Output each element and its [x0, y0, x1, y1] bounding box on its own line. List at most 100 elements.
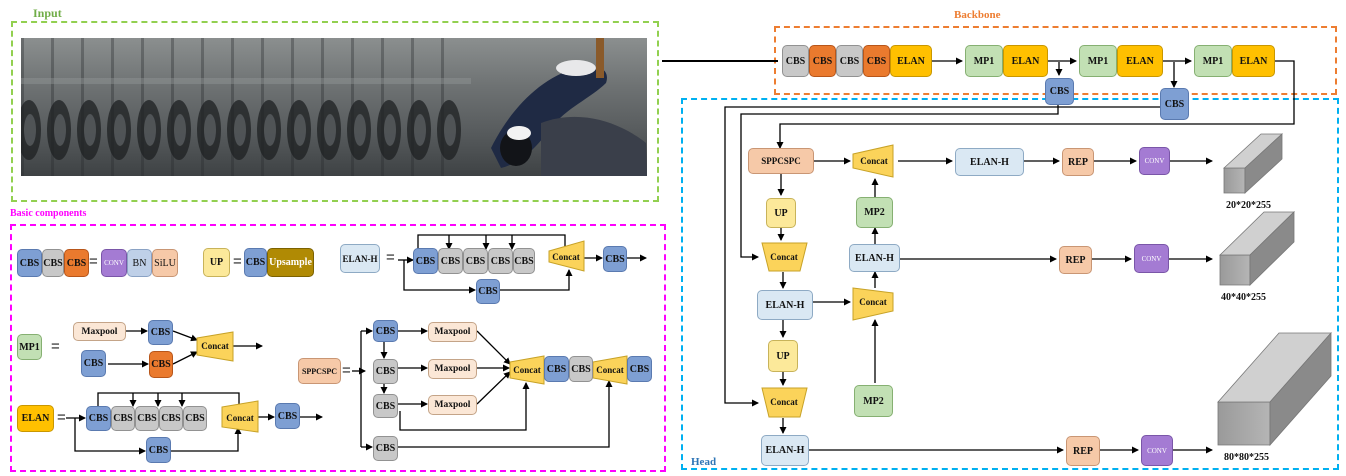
basic-elan-cbs-3: CBS: [135, 406, 159, 431]
basic-eq-elan: =: [57, 409, 66, 426]
backbone-cbs-4: CBS: [863, 45, 890, 77]
basic-spp-concat-label-1: Concat: [513, 365, 541, 375]
concat-shape-mp1: [196, 331, 234, 362]
basic-silu: SiLU: [152, 249, 178, 277]
basic-mp1: MP1: [17, 334, 42, 360]
basic-elan-cbs-2: CBS: [111, 406, 135, 431]
head-elanh-bottom: ELAN-H: [761, 435, 809, 466]
basic-elanh-concat-label: Concat: [552, 252, 580, 262]
concat-shape-head-1: [852, 144, 894, 178]
head-conv-1: CONV: [1139, 147, 1170, 175]
basic-spp-concat-label-2: Concat: [596, 365, 624, 375]
basic-elanh-cbs-1: CBS: [413, 248, 438, 274]
basic-mp1-concat-label: Concat: [201, 341, 229, 351]
backbone-cbs-branch-1: CBS: [1045, 78, 1074, 105]
basic-spp-cbs-7: CBS: [627, 356, 652, 382]
backbone-mp1-1: MP1: [965, 45, 1003, 77]
head-rep-3: REP: [1066, 436, 1100, 466]
input-frame: [407, 38, 441, 176]
basic-elanh-cbs-3: CBS: [463, 248, 488, 274]
fallen-person-figure: [491, 38, 647, 176]
basic-elanh-cbs-2: CBS: [438, 248, 463, 274]
input-frame: [167, 38, 201, 176]
basic-cbs-def-1: CBS: [17, 249, 42, 277]
basic-spp-cbs-5: CBS: [544, 356, 569, 382]
concat-shape-elan: [221, 400, 259, 433]
input-frame: [227, 38, 261, 176]
basic-spp-maxpool-2: Maxpool: [428, 359, 477, 379]
head-title: Head: [691, 456, 717, 468]
basic-elan-concat-label: Concat: [226, 413, 254, 423]
basic-eq-elanh: =: [386, 249, 395, 266]
input-frame: [377, 38, 411, 176]
head-elanh-mid-right: ELAN-H: [849, 244, 900, 272]
basic-cbs-def-3: CBS: [64, 249, 89, 277]
input-frame: [437, 38, 471, 176]
input-frame: [21, 38, 51, 176]
backbone-elan-1: ELAN: [890, 45, 932, 77]
basic-spp-maxpool-1: Maxpool: [428, 322, 477, 342]
backbone-cbs-branch-2: CBS: [1160, 88, 1189, 120]
head-sppcspc: SPPCSPC: [748, 148, 814, 174]
concat-shape-spp-1: [509, 355, 545, 385]
input-frame: [287, 38, 321, 176]
basic-elan: ELAN: [17, 405, 54, 432]
head-mp2-2: MP2: [854, 385, 893, 417]
basic-eq-mp1: =: [51, 338, 60, 355]
basic-components-section: [10, 224, 666, 472]
basic-spp-cbs-6: CBS: [569, 356, 593, 382]
basic-elanh-cbs-4: CBS: [488, 248, 513, 274]
head-concat-label-1: Concat: [860, 156, 888, 166]
head-concat-label-4: Concat: [770, 397, 798, 407]
backbone-elan-3: ELAN: [1117, 45, 1163, 77]
basic-mp1-maxpool: Maxpool: [73, 322, 126, 341]
input-frames-graphic: [21, 38, 647, 176]
basic-spp-maxpool-3: Maxpool: [428, 395, 477, 415]
concat-shape-head-2: [761, 242, 808, 272]
input-frame: [107, 38, 141, 176]
input-frame: [137, 38, 171, 176]
backbone-cbs-2: CBS: [809, 45, 836, 77]
input-section: [11, 21, 659, 202]
backbone-elan-4: ELAN: [1232, 45, 1275, 77]
backbone-title: Backbone: [954, 9, 1001, 21]
head-elanh-mid-left: ELAN-H: [757, 290, 813, 320]
basic-spp-cbs-4: CBS: [373, 436, 398, 461]
basic-mp1-cbs-2: CBS: [81, 350, 106, 377]
input-frame: [197, 38, 231, 176]
basic-cbs-def-2: CBS: [42, 249, 64, 277]
input-frame: [317, 38, 351, 176]
head-rep-1: REP: [1062, 148, 1094, 176]
basic-elanh-cbs-out: CBS: [603, 246, 627, 272]
backbone-elan-2: ELAN: [1003, 45, 1048, 77]
head-concat-label-3: Concat: [859, 297, 887, 307]
basic-spp-cbs-3: CBS: [373, 394, 398, 418]
basic-mp1-cbs-1: CBS: [148, 320, 173, 345]
output-cube-80: [1217, 331, 1332, 447]
output-size-20: 20*20*255: [1226, 200, 1271, 211]
head-elanh-top: ELAN-H: [955, 148, 1024, 176]
head-up-1: UP: [766, 198, 796, 228]
output-cube-20: [1222, 133, 1284, 194]
output-size-40: 40*40*255: [1221, 292, 1266, 303]
basic-elan-cbs-4: CBS: [159, 406, 183, 431]
backbone-cbs-1: CBS: [782, 45, 809, 77]
basic-components-title: Basic components: [10, 208, 87, 219]
basic-spp-cbs-2: CBS: [373, 359, 398, 384]
basic-eq-spp: =: [342, 362, 351, 379]
output-size-80: 80*80*255: [1224, 452, 1269, 463]
input-frame: [347, 38, 381, 176]
head-conv-2: CONV: [1134, 244, 1169, 273]
head-rep-2: REP: [1059, 246, 1092, 274]
basic-elan-cbs-branch: CBS: [146, 437, 171, 463]
head-mp2-1: MP2: [856, 197, 893, 228]
concat-shape-head-4: [761, 387, 808, 418]
input-image-strip: [21, 38, 647, 176]
head-section: [681, 98, 1339, 470]
basic-elan-cbs-out: CBS: [275, 403, 300, 429]
head-up-2: UP: [768, 340, 798, 372]
basic-elan-cbs-5: CBS: [183, 406, 207, 431]
basic-elanh: ELAN-H: [340, 244, 380, 273]
basic-elanh-cbs-5: CBS: [513, 248, 535, 274]
